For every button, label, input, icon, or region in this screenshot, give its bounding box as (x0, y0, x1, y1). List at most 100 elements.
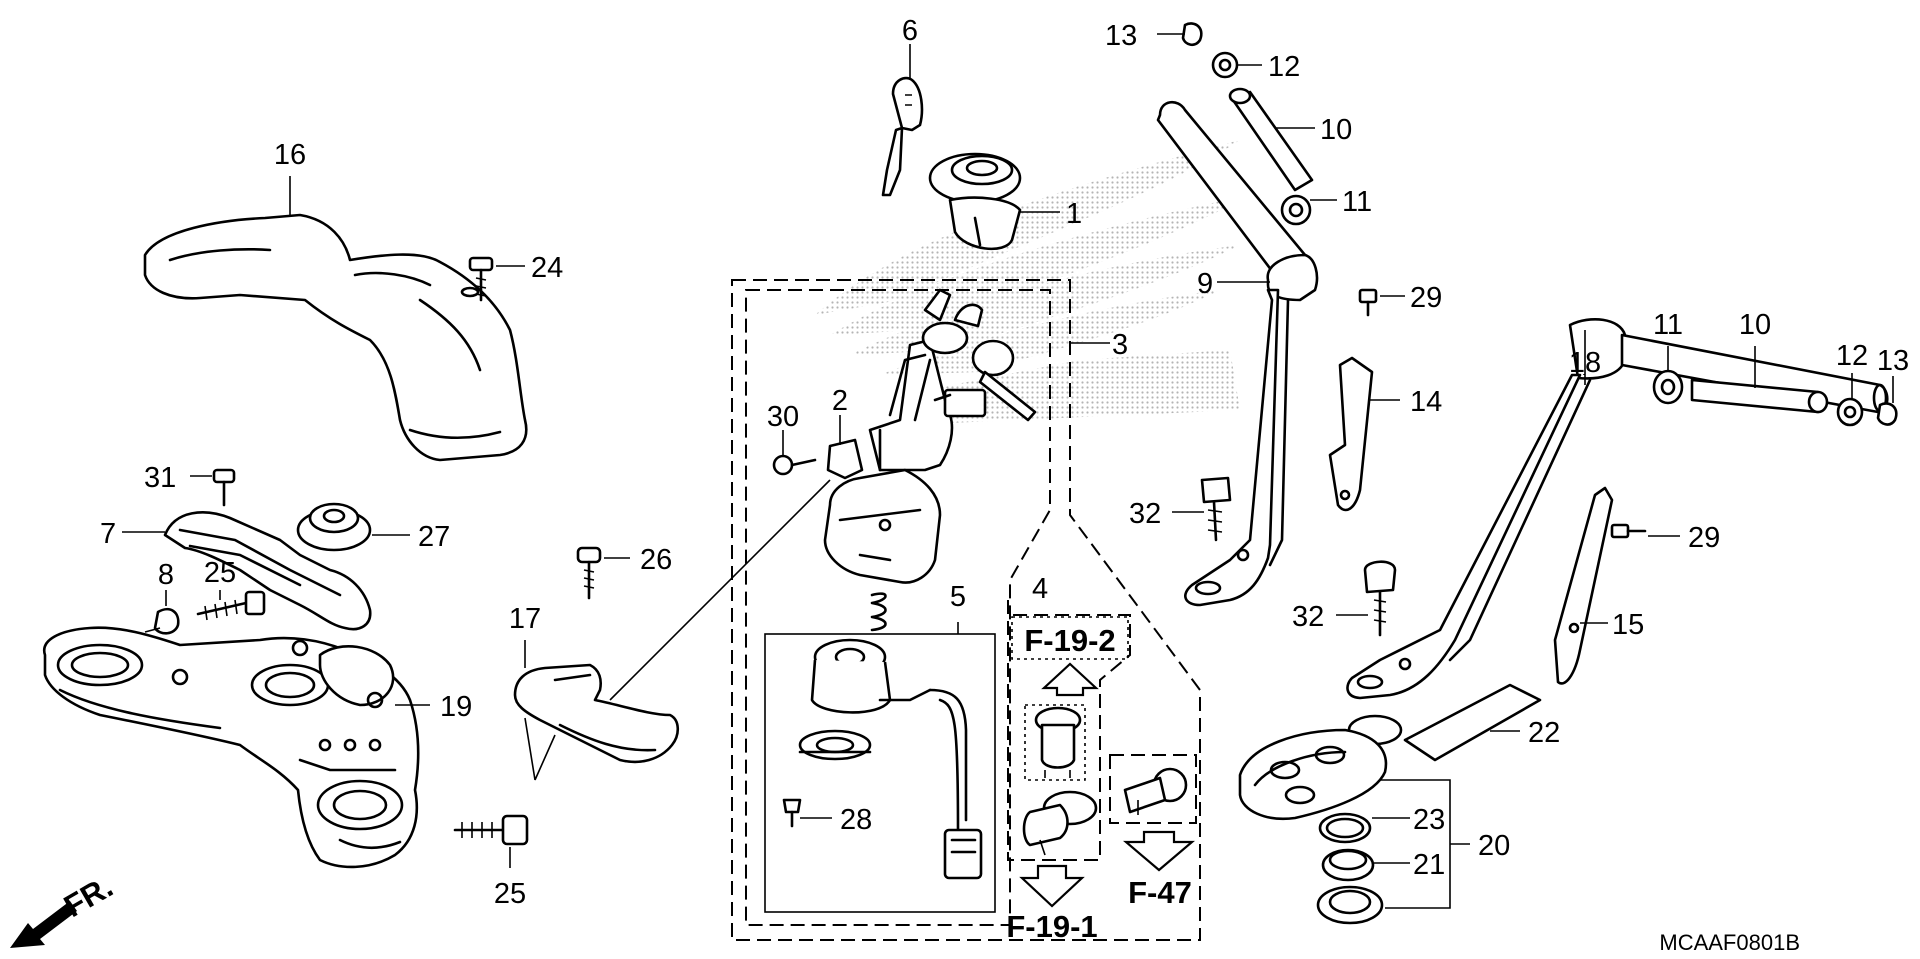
part-24-bolt[interactable] (468, 256, 494, 302)
part-25-bolt-upper[interactable] (196, 590, 266, 621)
part-6-key[interactable] (881, 76, 924, 197)
part-11-nut-upper[interactable] (1280, 194, 1312, 226)
part-3-ignition-switch[interactable] (823, 288, 1037, 584)
callout-24[interactable]: 24 (531, 252, 563, 284)
callout-26[interactable]: 26 (640, 544, 672, 576)
callout-14[interactable]: 14 (1410, 386, 1442, 418)
leader-17-tips (524, 717, 556, 781)
callout-17[interactable]: 17 (509, 603, 541, 635)
callout-25-upper[interactable]: 25 (204, 557, 236, 589)
part-8-washer[interactable] (144, 607, 180, 635)
callout-6[interactable]: 6 (902, 15, 918, 47)
wing-logo-watermark (815, 140, 1250, 425)
diagram-code: MCAAF0801B (1659, 930, 1800, 955)
part-14-bracket[interactable] (1328, 356, 1374, 512)
callout-25-lower[interactable]: 25 (494, 878, 526, 910)
part-28-screw[interactable] (782, 798, 802, 828)
callout-19[interactable]: 19 (440, 691, 472, 723)
callout-12-lower[interactable]: 12 (1836, 340, 1868, 372)
ref-box-f-47 (1109, 754, 1197, 824)
callout-2[interactable]: 2 (832, 385, 848, 417)
part-2-bracket[interactable] (826, 438, 864, 480)
hollow-arrow-icon[interactable] (1019, 864, 1085, 908)
callout-13-upper[interactable]: 13 (1105, 20, 1137, 52)
boundary-5 (764, 633, 996, 913)
callout-23[interactable]: 23 (1413, 804, 1445, 836)
callout-3[interactable]: 3 (1112, 329, 1128, 361)
callout-10-upper[interactable]: 10 (1320, 114, 1352, 146)
part-5-switch-housing[interactable] (810, 638, 983, 880)
part-12-cap-lower[interactable] (1836, 397, 1864, 427)
part-27-nut[interactable] (296, 502, 372, 552)
callout-15[interactable]: 15 (1612, 609, 1644, 641)
part-29-bolt-lower[interactable] (1610, 523, 1647, 539)
hollow-arrow-icon[interactable] (1041, 662, 1099, 697)
part-10-weight-upper[interactable] (1228, 87, 1314, 192)
callout-20[interactable]: 20 (1478, 830, 1510, 862)
part-spring[interactable] (870, 592, 887, 632)
callout-21[interactable]: 21 (1413, 849, 1445, 881)
callout-13-lower[interactable]: 13 (1877, 345, 1909, 377)
part-10-weight-lower[interactable] (1690, 378, 1829, 414)
callout-32-upper[interactable]: 32 (1129, 498, 1161, 530)
part-20-cap[interactable] (1316, 885, 1384, 925)
part-30-bolt[interactable] (772, 454, 817, 476)
part-1-lock[interactable] (928, 152, 1022, 251)
callout-9[interactable]: 9 (1197, 268, 1213, 300)
callout-28[interactable]: 28 (840, 804, 872, 836)
callout-12-upper[interactable]: 12 (1268, 51, 1300, 83)
callout-30[interactable]: 30 (767, 401, 799, 433)
part-11-nut-lower[interactable] (1652, 369, 1684, 405)
callout-31[interactable]: 31 (144, 462, 176, 494)
part-32-bolt-upper[interactable] (1200, 476, 1232, 542)
part-21-ring[interactable] (1321, 848, 1375, 882)
part-16-cover[interactable] (143, 213, 528, 462)
ref-box-f-19-2 (1011, 616, 1129, 660)
part-7-bracket[interactable] (163, 511, 372, 631)
callout-1[interactable]: 1 (1066, 198, 1082, 230)
part-seat-lock-cylinder[interactable] (1123, 767, 1188, 815)
part-key-cylinder-upper[interactable] (1024, 704, 1086, 781)
callout-11-upper[interactable]: 11 (1342, 186, 1372, 218)
part-32-bolt-lower[interactable] (1363, 560, 1397, 637)
leader-20-group (1380, 779, 1451, 909)
callout-22[interactable]: 22 (1528, 717, 1560, 749)
part-23-ring[interactable] (1318, 812, 1372, 844)
part-key-cylinder-lower[interactable] (1022, 790, 1098, 856)
hollow-arrow-icon[interactable] (1123, 830, 1195, 872)
part-25-bolt-lower[interactable] (453, 814, 529, 846)
part-5-spring-clip[interactable] (798, 729, 872, 761)
callout-16[interactable]: 16 (274, 139, 306, 171)
boundary-3-inner (745, 289, 1051, 926)
part-19-top-bridge[interactable] (42, 626, 420, 869)
part-12-cap-upper[interactable] (1211, 51, 1239, 79)
part-31-bolt[interactable] (212, 468, 236, 507)
callout-5[interactable]: 5 (950, 581, 966, 613)
callout-4[interactable]: 4 (1032, 573, 1048, 605)
part-9-handlebar-left[interactable] (1156, 101, 1319, 607)
callout-29-lower[interactable]: 29 (1688, 522, 1720, 554)
part-13-clip-upper[interactable] (1181, 22, 1203, 47)
part-26-bolt[interactable] (576, 546, 602, 600)
part-20-key-fob[interactable] (1238, 714, 1403, 821)
ref-f-19-2[interactable]: F-19-2 (1024, 623, 1115, 658)
arrow-down-left-icon (10, 901, 77, 948)
callout-18[interactable]: 18 (1569, 347, 1601, 379)
callout-10-lower[interactable]: 10 (1739, 309, 1771, 341)
callout-32-lower[interactable]: 32 (1292, 601, 1324, 633)
part-18-handlebar-right[interactable] (1346, 318, 1889, 700)
ref-f-19-1[interactable]: F-19-1 (1006, 909, 1097, 944)
part-15-bracket[interactable] (1553, 486, 1614, 685)
callout-7[interactable]: 7 (100, 518, 116, 550)
part-13-clip-lower[interactable] (1876, 402, 1898, 426)
callout-27[interactable]: 27 (418, 521, 450, 553)
part-29-bolt-upper[interactable] (1358, 288, 1378, 317)
part-17-bracket[interactable] (513, 663, 680, 764)
callout-11-lower[interactable]: 11 (1653, 309, 1683, 341)
callout-29-upper[interactable]: 29 (1410, 282, 1442, 314)
part-22-strip[interactable] (1403, 683, 1542, 762)
boundary-4 (1007, 600, 1131, 861)
ref-f-47[interactable]: F-47 (1128, 875, 1192, 910)
callout-8[interactable]: 8 (158, 559, 174, 591)
